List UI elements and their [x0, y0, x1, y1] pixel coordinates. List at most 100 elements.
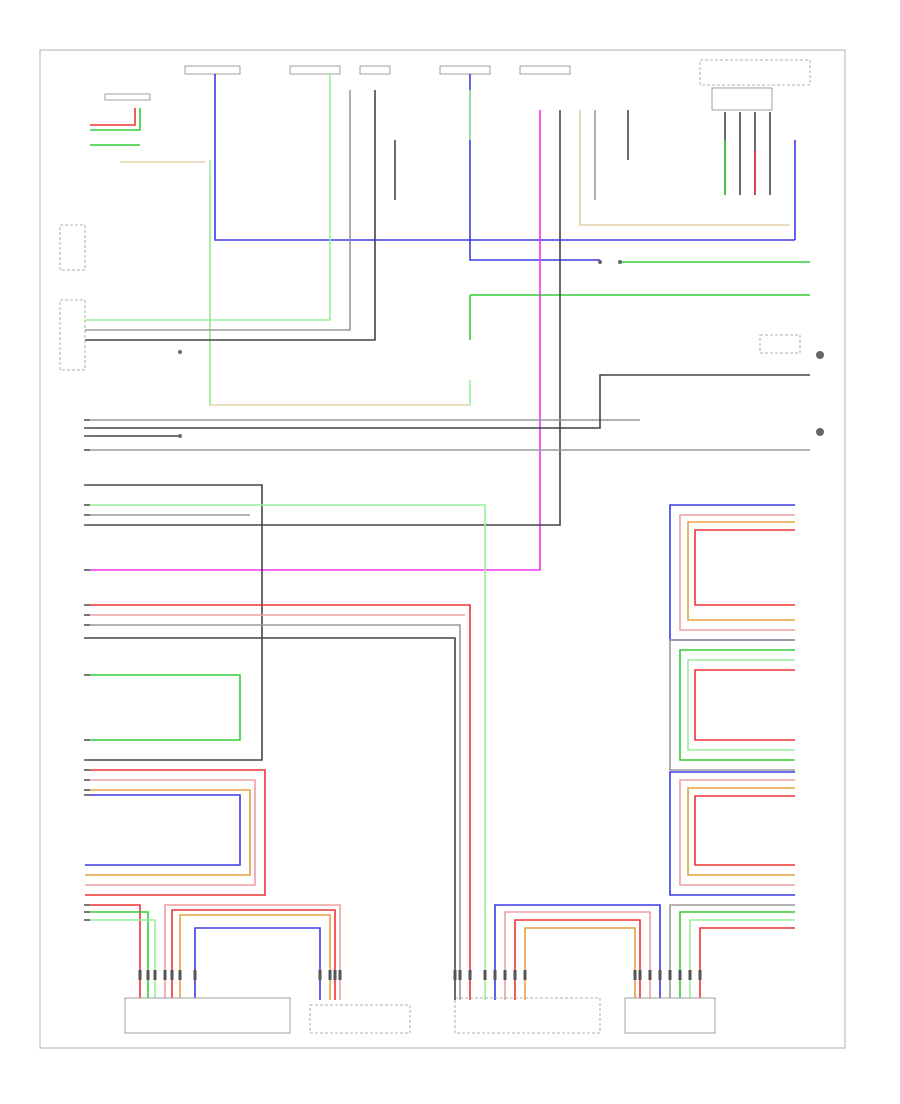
junction-3 [598, 260, 602, 264]
pin-marker [503, 970, 507, 980]
rh-blue-3 [669, 771, 795, 896]
pin-marker [638, 970, 642, 980]
bl-red-bridge [171, 909, 336, 1000]
left-pin-marker [84, 419, 90, 421]
pin-marker [668, 970, 672, 980]
tan-wire-right [579, 110, 790, 226]
br-gray [669, 904, 795, 1000]
pin-marker [163, 970, 167, 980]
left-pin-marker [84, 911, 90, 913]
left-pin-marker [84, 674, 90, 676]
bl-blue-bridge [194, 927, 321, 1000]
pink-wire [85, 110, 541, 571]
pin-marker [648, 970, 652, 980]
fuse-block-4 [439, 65, 491, 75]
rh-gray-2 [669, 639, 795, 771]
pin-marker [338, 970, 342, 980]
rh-red-3 [694, 795, 795, 866]
pin-marker [153, 970, 157, 980]
pin-marker [328, 970, 332, 980]
side-connector [104, 93, 151, 101]
left-pin-marker [84, 504, 90, 506]
component-left-rear [309, 1004, 411, 1034]
gray-bus-5 [85, 624, 461, 1000]
top-connector-row [104, 65, 571, 101]
pin-marker [493, 970, 497, 980]
black-bus-6 [85, 637, 456, 1000]
left-pin-marker [84, 449, 90, 451]
left-pin-marker [84, 624, 90, 626]
pin-marker [523, 970, 527, 980]
gray-wire-mid [85, 90, 351, 331]
bm-blue-bridge [494, 904, 661, 1000]
bl-green [85, 911, 149, 1000]
junction-1 [178, 350, 182, 354]
left-pin-marker [84, 637, 90, 639]
rh-org-1 [687, 521, 795, 621]
rh-lred-1 [679, 514, 795, 631]
blue-wire-main [214, 74, 795, 241]
ground-terminal-2 [816, 428, 824, 436]
module-leads [724, 112, 771, 195]
pin-marker [138, 970, 142, 980]
fuse-block-2 [289, 65, 341, 75]
component-left-rear-center [124, 997, 291, 1034]
pin-marker [658, 970, 662, 980]
right-harness [669, 504, 795, 896]
left-pin-marker [84, 524, 90, 526]
left-lred-loop [85, 779, 256, 886]
rh-org-3 [687, 787, 795, 876]
left-pin-marker [84, 435, 90, 437]
left-red-loop [85, 769, 266, 896]
left-pin-marker [84, 759, 90, 761]
left-pin-marker [84, 779, 90, 781]
black-wire-long [85, 110, 561, 526]
ground-terminal-1 [816, 351, 824, 359]
left-pin-marker [84, 514, 90, 516]
rh-green-2 [679, 649, 795, 761]
bm-lred-bridge [504, 911, 651, 1000]
light-green-wire-mid [85, 74, 331, 321]
terminals [178, 260, 824, 438]
left-switch-outline [59, 224, 86, 271]
bm-red-bridge [514, 919, 641, 1000]
black-loop [85, 484, 263, 761]
diagram-frame [39, 49, 846, 1049]
bl-org-bridge [179, 914, 331, 1000]
pin-marker [513, 970, 517, 980]
light-green-bus [85, 504, 486, 1000]
junction-4 [618, 260, 622, 264]
rh-lgreen-2 [687, 659, 795, 751]
pin-marker [483, 970, 487, 980]
pin-marker [678, 970, 682, 980]
fuse-block-5 [519, 65, 571, 75]
br-red [699, 927, 795, 1000]
pin-marker [170, 970, 174, 980]
left-pin-marker [84, 569, 90, 571]
left-blue-loop [85, 794, 241, 866]
pin-marker [318, 970, 322, 980]
component-left-front [624, 997, 716, 1034]
fuse-block-3 [359, 65, 391, 75]
left-pin-marker [84, 614, 90, 616]
rh-lred-3 [679, 779, 795, 886]
left-pin-marker [84, 484, 90, 486]
bm-org-bridge [524, 927, 636, 1000]
left-pin-marker [84, 794, 90, 796]
pin-marker [453, 970, 457, 980]
bottom-components [124, 997, 716, 1034]
bl-lgreen [85, 919, 156, 1000]
module-box [711, 87, 773, 111]
bl-red [85, 904, 141, 1000]
left-pin-marker [84, 604, 90, 606]
left-pin-marker [84, 769, 90, 771]
left-org-loop [85, 789, 251, 876]
br-lgreen [689, 919, 795, 1000]
black-wire-mid [85, 90, 376, 341]
red-wire-top [90, 108, 136, 126]
pin-marker [688, 970, 692, 980]
rh-red-2 [694, 669, 795, 741]
pin-marker [633, 970, 637, 980]
red-bus [85, 604, 471, 1000]
